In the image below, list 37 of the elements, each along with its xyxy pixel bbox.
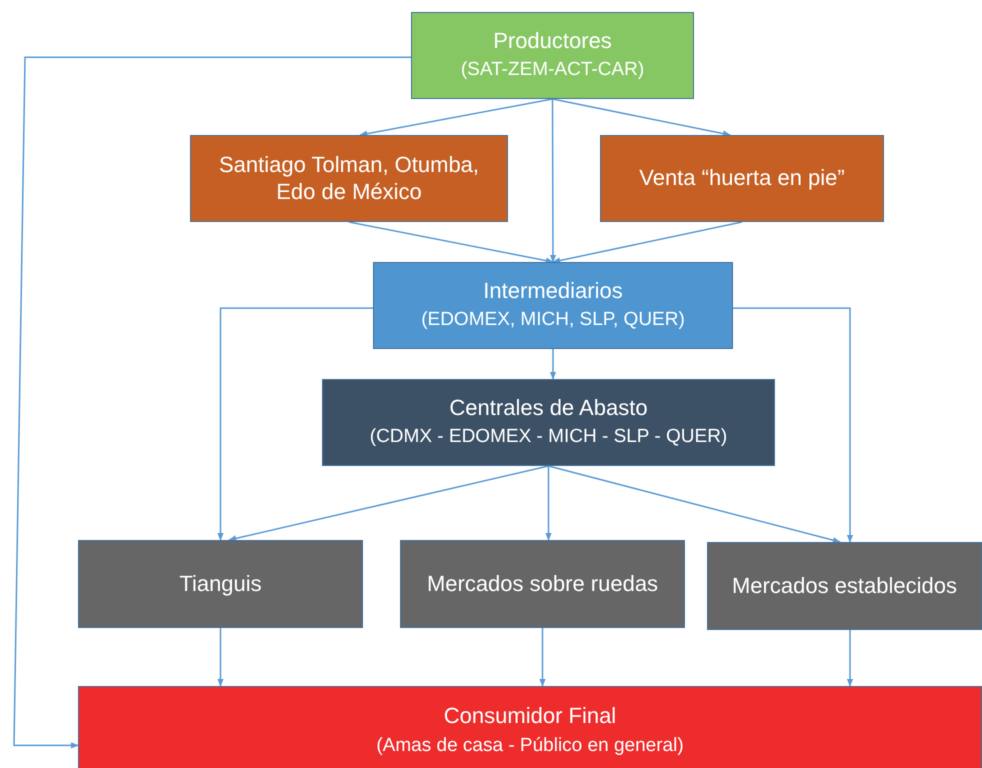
arrow bbox=[539, 628, 546, 687]
arrow bbox=[359, 98, 553, 137]
process-box bbox=[373, 262, 733, 349]
arrow bbox=[545, 466, 552, 541]
arrow bbox=[348, 221, 554, 264]
process-box bbox=[78, 540, 363, 628]
box-title: Intermediarios bbox=[483, 278, 623, 304]
process-box bbox=[707, 542, 982, 630]
box-subtitle: (CDMX - EDOMEX - MICH - SLP - QUER) bbox=[370, 425, 728, 450]
box-subtitle: (SAT-ZEM-ACT-CAR) bbox=[460, 58, 644, 82]
box-title: Tianguis bbox=[179, 570, 262, 598]
arrow bbox=[846, 630, 854, 687]
box-title: Venta “huerta en pie” bbox=[639, 165, 845, 192]
box-title: Productores bbox=[493, 28, 612, 54]
arrow bbox=[217, 628, 224, 687]
process-box bbox=[190, 135, 508, 222]
process-box bbox=[322, 379, 775, 466]
process-box bbox=[78, 686, 982, 768]
box-subtitle: (EDOMEX, MICH, SLP, QUER) bbox=[421, 308, 685, 332]
box-title: Santiago Tolman, Otumba, Edo de México bbox=[218, 152, 480, 205]
box-title: Mercados sobre ruedas bbox=[426, 570, 658, 598]
process-box bbox=[400, 540, 685, 628]
arrow bbox=[550, 349, 556, 380]
arrow bbox=[217, 307, 373, 541]
process-box bbox=[411, 12, 694, 99]
arrow bbox=[552, 98, 731, 137]
arrow bbox=[552, 221, 742, 264]
arrow bbox=[550, 99, 556, 263]
box-title: Consumidor Final bbox=[444, 703, 616, 730]
box-subtitle: (Amas de casa - Público en general) bbox=[376, 734, 684, 758]
arrow bbox=[733, 307, 854, 543]
box-title: Mercados establecidos bbox=[732, 572, 957, 600]
arrow bbox=[228, 465, 549, 542]
arrow bbox=[548, 465, 841, 544]
process-box bbox=[600, 135, 884, 222]
arrow bbox=[13, 56, 411, 749]
box-title: Centrales de Abasto bbox=[449, 394, 648, 422]
